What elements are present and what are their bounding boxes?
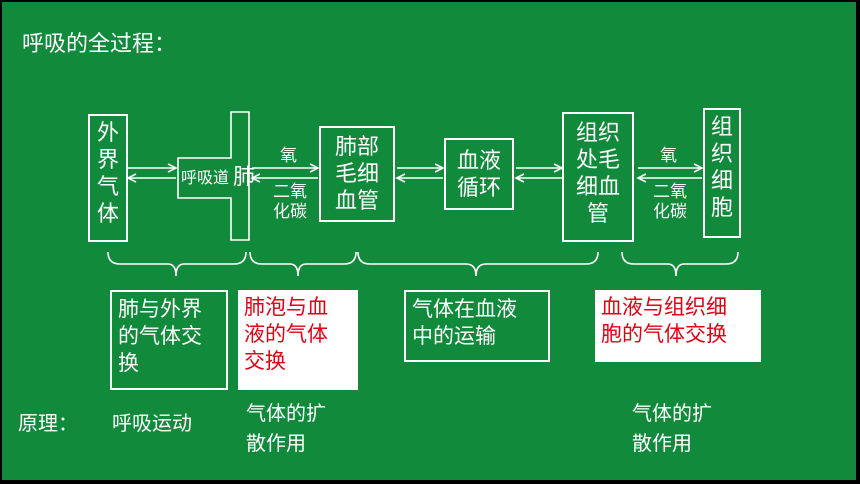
node-alveolar-capillary: 肺部 毛细 血管 <box>319 126 395 222</box>
brace-stage1 <box>107 251 247 277</box>
stage-lung-air-exchange: 肺与外界 的气体交 换 <box>110 290 228 390</box>
arrow-tissue-cell <box>636 163 704 183</box>
arrow-outside-airway <box>126 163 178 183</box>
arrow-capillary-circulation <box>395 163 445 183</box>
arrow-circulation-tissue <box>514 163 564 183</box>
brace-stage3 <box>357 251 599 277</box>
node-tissue-capillary: 组织 处毛 细血 管 <box>562 112 634 242</box>
gas-label-oxygen-right: 氧 <box>660 146 677 166</box>
stage-gas-transport: 气体在血液 中的运输 <box>404 290 550 362</box>
stage-alveolar-blood-exchange: 肺泡与血 液的气体 交换 <box>238 290 358 390</box>
principle-breathing-movement: 呼吸运动 <box>112 411 192 435</box>
node-airway: 呼吸道 <box>181 168 230 187</box>
principle-label: 原理： <box>18 411 78 435</box>
node-lung: 肺 <box>233 165 256 190</box>
brace-stage4 <box>621 251 739 277</box>
page-title: 呼吸的全过程： <box>22 32 177 57</box>
gas-label-oxygen-left: 氧 <box>280 146 297 166</box>
principle-diffusion-lung: 气体的扩 散作用 <box>246 401 326 455</box>
node-outside-air: 外 界 气 体 <box>88 114 128 242</box>
principle-diffusion-tissue: 气体的扩 散作用 <box>632 401 712 455</box>
gas-label-co2-left: 二氧 化碳 <box>273 182 307 222</box>
arrow-lung-capillary <box>250 163 320 183</box>
stage-blood-tissue-exchange: 血液与组织细 胞的气体交换 <box>595 290 761 362</box>
airway-lung-shape <box>177 111 250 241</box>
node-blood-circulation: 血液 循环 <box>444 138 514 210</box>
node-tissue-cell: 组 织 细 胞 <box>703 108 741 238</box>
brace-stage2 <box>249 251 357 277</box>
gas-label-co2-right: 二氧 化碳 <box>653 182 687 222</box>
